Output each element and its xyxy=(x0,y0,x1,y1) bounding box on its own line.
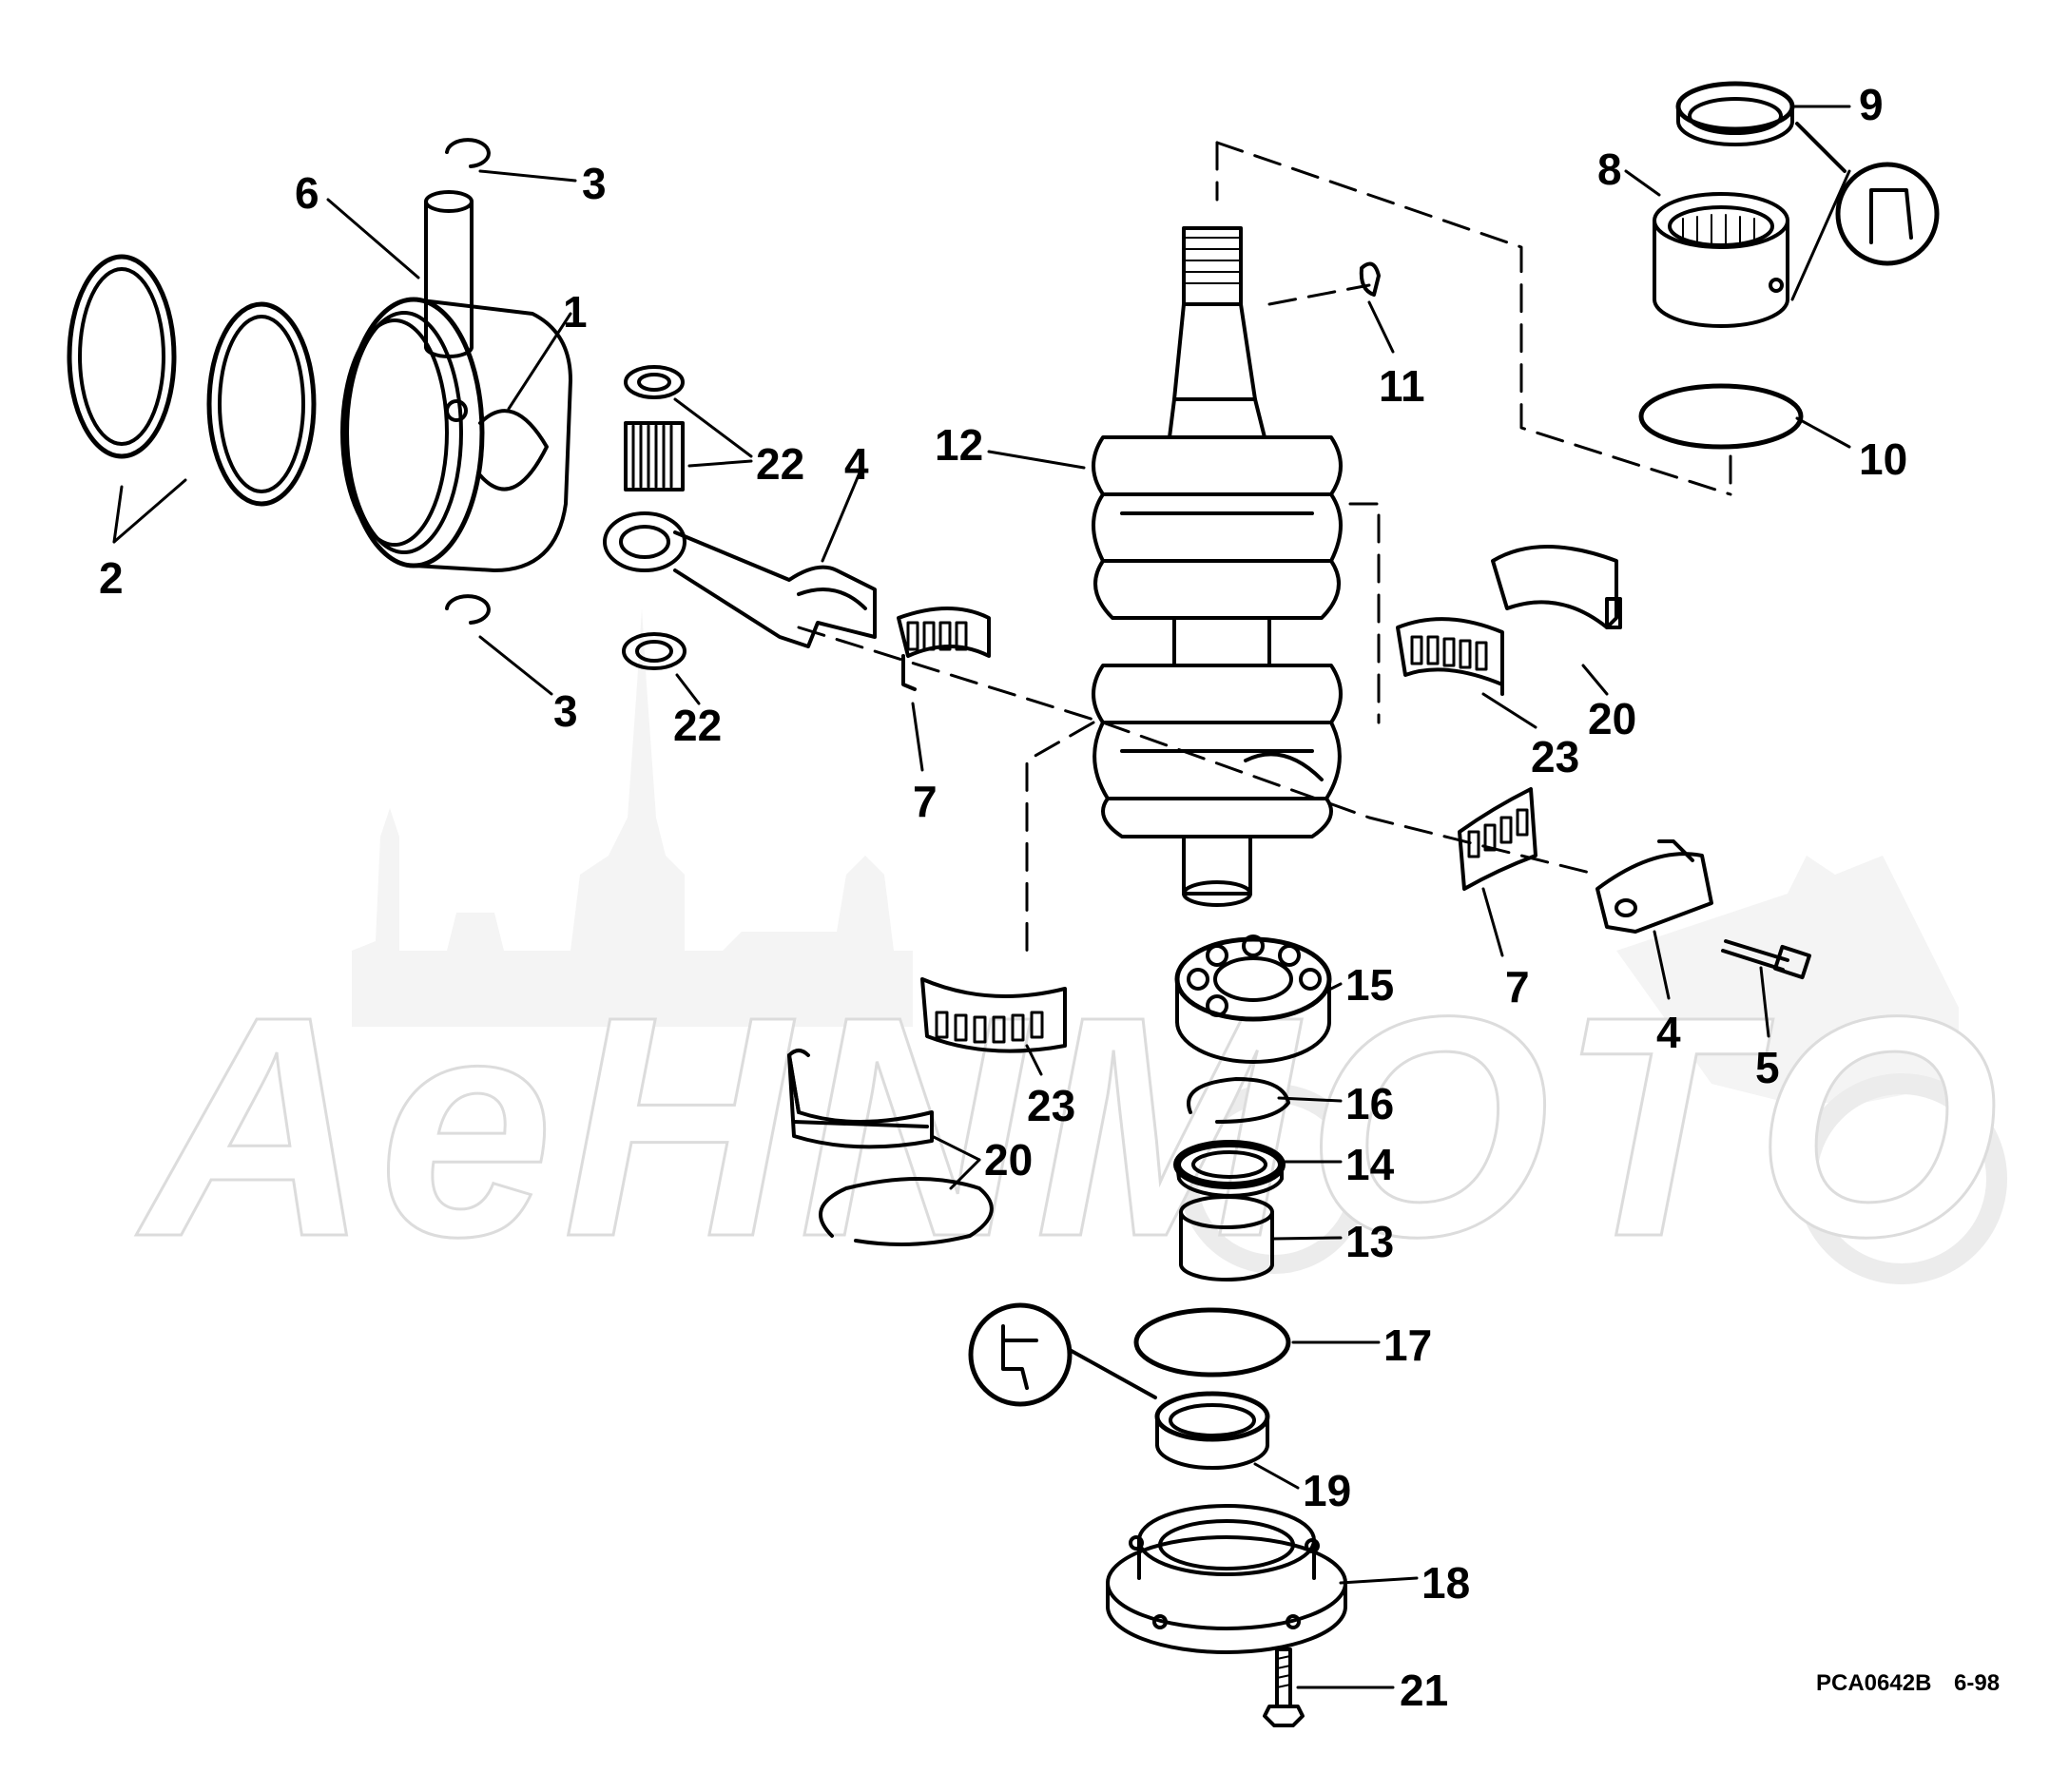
callout-20-left: 20 xyxy=(984,1135,1034,1185)
bearing-housing xyxy=(1106,1504,1347,1654)
retaining-ring-lower xyxy=(819,1177,994,1246)
rod-bearing-cage-right xyxy=(1458,787,1537,891)
snap-ring xyxy=(1187,1077,1290,1124)
seal-ring-top xyxy=(1675,81,1795,146)
diagram-date: 6-98 xyxy=(1954,1670,2001,1696)
rod-bearing-cage-left xyxy=(897,607,991,691)
watermark-text: AeHNMOTO xyxy=(141,951,2009,1301)
callout-5: 5 xyxy=(1755,1043,1780,1092)
callout-22-top: 22 xyxy=(756,439,805,489)
callout-19: 19 xyxy=(1303,1466,1352,1515)
piston-rings xyxy=(67,254,317,507)
callout-17: 17 xyxy=(1383,1320,1433,1370)
callout-21: 21 xyxy=(1400,1666,1449,1715)
lower-seal xyxy=(1154,1391,1270,1470)
o-ring-lower xyxy=(1133,1307,1291,1378)
woodruff-key xyxy=(1359,261,1381,297)
callout-7-left: 7 xyxy=(913,777,938,826)
crankshaft xyxy=(1092,226,1343,907)
callout-23-left: 23 xyxy=(1027,1081,1076,1130)
bushing xyxy=(1179,1195,1274,1281)
seal-detail-top-circle xyxy=(1835,162,1940,266)
callout-20-right: 20 xyxy=(1588,694,1637,743)
callout-6: 6 xyxy=(295,168,319,218)
callout-3-bottom: 3 xyxy=(553,686,578,736)
wrist-pin-bearing-upper xyxy=(622,365,686,670)
callout-7-right: 7 xyxy=(1505,962,1530,1012)
assembly-dashed-lines xyxy=(797,141,1732,962)
leader-lines xyxy=(112,105,1851,1689)
bearing-cage-lower xyxy=(920,977,1067,1053)
callout-9: 9 xyxy=(1859,80,1884,129)
callout-4-right: 4 xyxy=(1656,1008,1681,1057)
o-ring-upper xyxy=(1638,383,1804,450)
callout-13: 13 xyxy=(1345,1217,1395,1266)
circlip-bottom xyxy=(445,594,491,625)
main-bearing-half-upper xyxy=(1491,545,1622,629)
oil-seal xyxy=(1173,1140,1286,1198)
rod-cap-right xyxy=(1595,839,1713,934)
needle-bearing-upper xyxy=(1653,192,1789,328)
callout-23-right: 23 xyxy=(1531,732,1580,781)
rod-cap-bolt xyxy=(1721,939,1811,980)
watermark-skyline-icon xyxy=(352,608,913,1027)
callout-14: 14 xyxy=(1345,1140,1395,1189)
callout-16: 16 xyxy=(1345,1079,1395,1128)
callout-10: 10 xyxy=(1859,434,1908,484)
connecting-rod xyxy=(603,511,877,648)
callout-3-top: 3 xyxy=(582,159,607,208)
callout-11: 11 xyxy=(1379,361,1425,411)
callout-2: 2 xyxy=(99,553,124,603)
bearing-cage-upper xyxy=(1396,617,1504,696)
housing-screw xyxy=(1263,1647,1305,1727)
seal-detail-lower-circle xyxy=(968,1302,1073,1407)
main-bearing-half-lower xyxy=(787,1049,934,1149)
diagram-code: PCA0642B xyxy=(1816,1670,1932,1696)
callout-12: 12 xyxy=(935,420,984,470)
callout-4-left: 4 xyxy=(844,439,869,489)
watermark-motorcycle-icon xyxy=(1616,856,1959,1103)
callout-22-bottom: 22 xyxy=(673,701,723,750)
ball-bearing xyxy=(1174,935,1332,1064)
callout-1: 1 xyxy=(563,287,588,337)
callout-8: 8 xyxy=(1597,145,1622,194)
piston xyxy=(340,297,572,572)
callout-18: 18 xyxy=(1421,1558,1471,1608)
circlip-top xyxy=(445,138,491,168)
callout-15: 15 xyxy=(1345,960,1395,1010)
